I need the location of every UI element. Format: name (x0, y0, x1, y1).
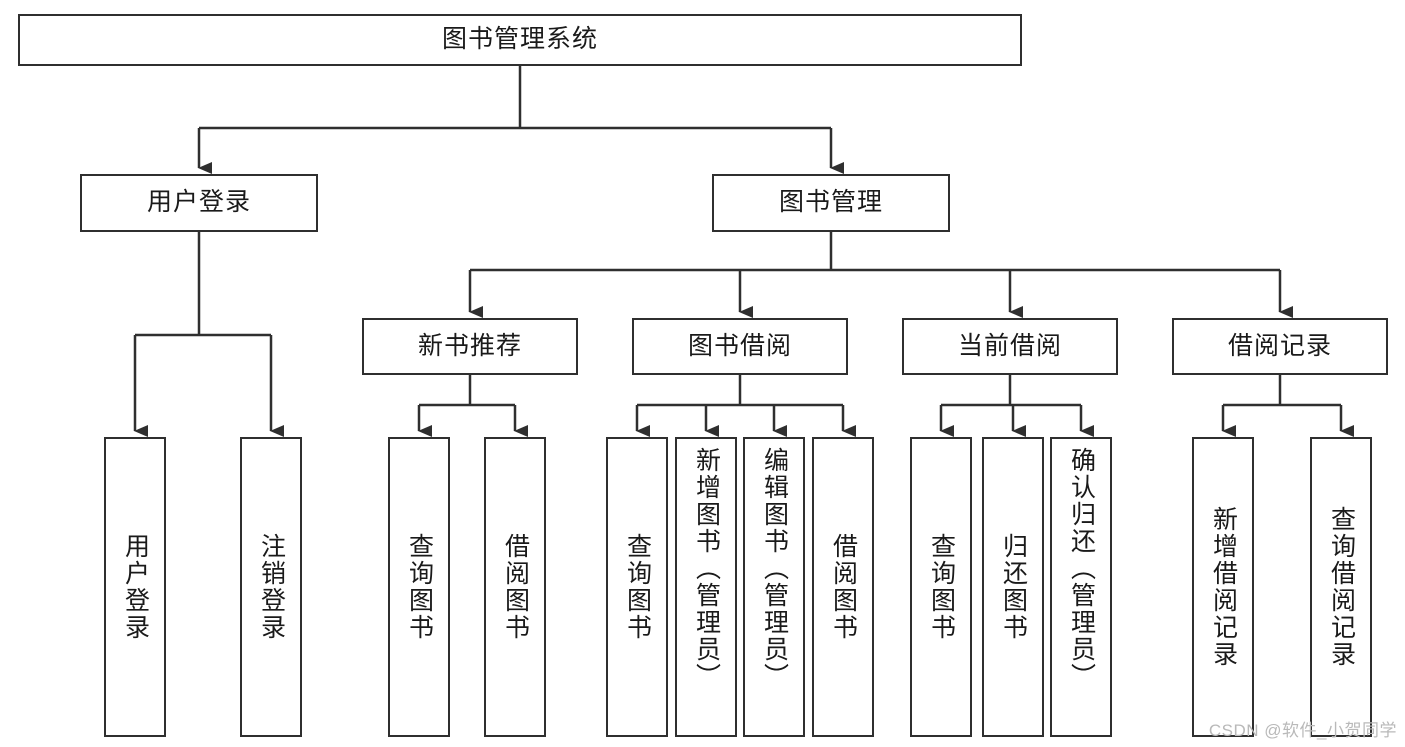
node-new-book-rec[interactable]: 新书推荐 (362, 318, 578, 375)
node-leaf-confirm-return[interactable]: 确认归还（管理员） (1050, 437, 1112, 737)
node-book-borrow[interactable]: 图书借阅 (632, 318, 848, 375)
node-leaf-borrow-book-1[interactable]: 借阅图书 (484, 437, 546, 737)
node-leaf-return-book-label: 归还图书 (999, 533, 1028, 641)
node-leaf-add-record[interactable]: 新增借阅记录 (1192, 437, 1254, 737)
node-book-manage[interactable]: 图书管理 (712, 174, 950, 232)
node-user-login-label: 用户登录 (146, 188, 251, 217)
node-leaf-edit-book[interactable]: 编辑图书（管理员） (743, 437, 805, 737)
node-book-manage-label: 图书管理 (778, 188, 883, 217)
node-leaf-return-book[interactable]: 归还图书 (982, 437, 1044, 737)
node-leaf-borrow-book-2[interactable]: 借阅图书 (812, 437, 874, 737)
node-current-borrow[interactable]: 当前借阅 (902, 318, 1118, 375)
node-leaf-query-book-1-label: 查询图书 (405, 533, 434, 641)
node-leaf-logout[interactable]: 注销登录 (240, 437, 302, 737)
node-leaf-borrow-book-2-label: 借阅图书 (829, 533, 858, 641)
node-leaf-query-record[interactable]: 查询借阅记录 (1310, 437, 1372, 737)
node-leaf-borrow-book-1-label: 借阅图书 (501, 533, 530, 641)
node-borrow-record-label: 借阅记录 (1227, 331, 1332, 360)
node-leaf-add-book-label: 新增图书（管理员） (692, 447, 721, 690)
node-leaf-user-login[interactable]: 用户登录 (104, 437, 166, 737)
node-user-login[interactable]: 用户登录 (80, 174, 318, 232)
node-current-borrow-label: 当前借阅 (957, 331, 1062, 360)
node-book-borrow-label: 图书借阅 (687, 331, 792, 360)
node-borrow-record[interactable]: 借阅记录 (1172, 318, 1388, 375)
node-leaf-query-book-2-label: 查询图书 (623, 533, 652, 641)
node-leaf-add-record-label: 新增借阅记录 (1209, 506, 1238, 668)
node-root[interactable]: 图书管理系统 (18, 14, 1022, 66)
watermark: CSDN @软件_小贺同学 (1208, 721, 1397, 740)
node-leaf-query-book-3[interactable]: 查询图书 (910, 437, 972, 737)
node-leaf-query-book-3-label: 查询图书 (927, 533, 956, 641)
node-leaf-add-book[interactable]: 新增图书（管理员） (675, 437, 737, 737)
node-leaf-edit-book-label: 编辑图书（管理员） (760, 447, 789, 690)
node-leaf-query-record-label: 查询借阅记录 (1327, 506, 1356, 668)
node-leaf-logout-label: 注销登录 (257, 533, 286, 641)
node-leaf-query-book-1[interactable]: 查询图书 (388, 437, 450, 737)
node-leaf-confirm-return-label: 确认归还（管理员） (1067, 447, 1096, 690)
node-new-book-rec-label: 新书推荐 (417, 331, 522, 360)
node-leaf-query-book-2[interactable]: 查询图书 (606, 437, 668, 737)
node-leaf-user-login-label: 用户登录 (121, 533, 150, 641)
node-root-label: 图书管理系统 (441, 25, 598, 54)
